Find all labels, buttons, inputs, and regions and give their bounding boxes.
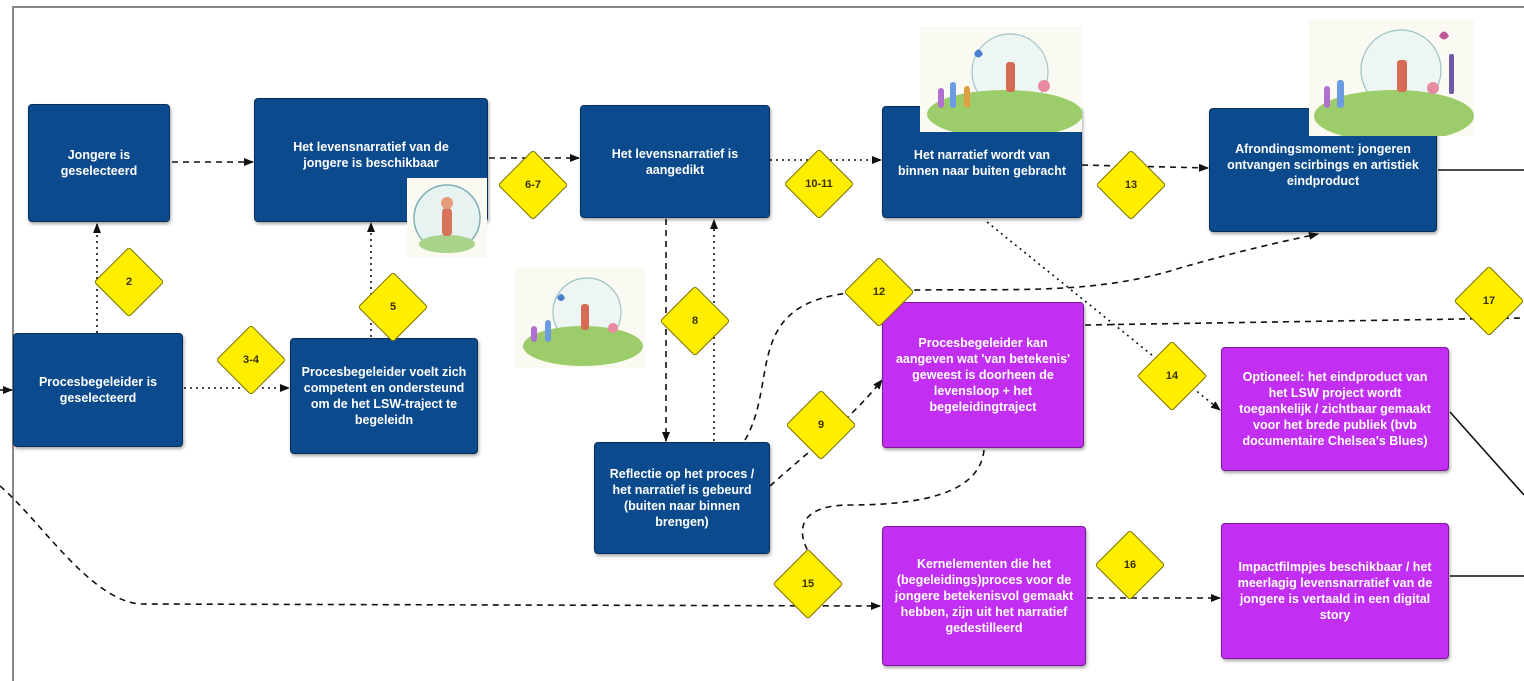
node-label: Procesbegeleider is geselecteerd: [38, 375, 158, 405]
node-kernelementen[interactable]: Kernelementen die het (begeleidings)proc…: [882, 526, 1086, 666]
node-label: Procesbegeleider voelt zich competent en…: [301, 365, 467, 427]
marker-14-label: 14: [1165, 370, 1179, 382]
node-reflectie[interactable]: Reflectie op het proces / het narratief …: [594, 442, 770, 554]
illustration-landscape: [1309, 20, 1474, 136]
node-label: Procesbegeleider kan aangeven wat 'van b…: [895, 336, 1071, 414]
marker-8-label: 8: [691, 315, 699, 327]
node-label: Het levensnarratief van de jongere is be…: [293, 140, 449, 170]
node-label: Optioneel: het eindproduct van het LSW p…: [1239, 370, 1431, 448]
marker-2-label: 2: [125, 276, 133, 288]
node-procesbegeleider-competent[interactable]: Procesbegeleider voelt zich competent en…: [290, 338, 478, 454]
node-label: Reflectie op het proces / het narratief …: [609, 467, 755, 529]
node-label: Kernelementen die het (begeleidings)proc…: [894, 557, 1074, 635]
marker-3-4-label: 3-4: [243, 354, 259, 366]
node-label: Jongere is geselecteerd: [60, 148, 138, 178]
node-label: Afrondingsmoment: jongeren ontvangen sci…: [1227, 142, 1419, 188]
node-procesbegeleider-geselecteerd[interactable]: Procesbegeleider is geselecteerd: [13, 333, 183, 447]
node-jongere-geselecteerd[interactable]: Jongere is geselecteerd: [28, 104, 170, 222]
marker-13-label: 13: [1124, 179, 1138, 191]
node-label: Het levensnarratief is aangedikt: [611, 146, 739, 177]
illustration-landscape: [515, 268, 645, 368]
connector-buiten-to-optioneel: [986, 221, 1221, 411]
node-label: Het narratief wordt van binnen naar buit…: [897, 148, 1067, 178]
node-impactfilmpjes[interactable]: Impactfilmpjes beschikbaar / het meerlag…: [1221, 523, 1449, 659]
marker-6-7-label: 6-7: [525, 179, 541, 191]
connector-left-to-kern: [0, 485, 881, 610]
marker-12-label: 12: [872, 286, 886, 298]
marker-16-label: 16: [1123, 559, 1137, 571]
illustration-landscape: [920, 26, 1082, 132]
marker-15-label: 15: [801, 578, 815, 590]
marker-17-label: 17: [1482, 295, 1496, 307]
connector-17: [1084, 317, 1524, 326]
marker-5-label: 5: [389, 301, 397, 313]
connector-betekenis-to-kern: [801, 449, 985, 569]
marker-9-label: 9: [817, 419, 825, 431]
connector-optioneel-out: [1449, 411, 1524, 496]
connector-reflectie-to-afronding: [744, 231, 1319, 441]
node-levensnarratief-aangedikt[interactable]: Het levensnarratief is aangedikt: [580, 105, 770, 218]
node-label: Impactfilmpjes beschikbaar / het meerlag…: [1237, 560, 1433, 622]
node-optioneel[interactable]: Optioneel: het eindproduct van het LSW p…: [1221, 347, 1449, 471]
node-procesbegeleider-betekenis[interactable]: Procesbegeleider kan aangeven wat 'van b…: [882, 302, 1084, 448]
marker-10-11-label: 10-11: [805, 178, 833, 190]
illustration-figure-circle: [407, 178, 487, 258]
